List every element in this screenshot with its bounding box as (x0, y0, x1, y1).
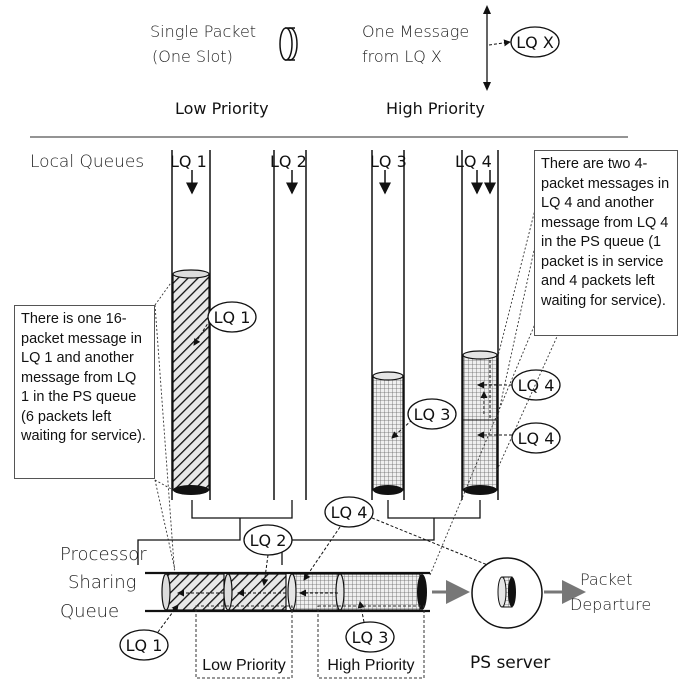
queue-callout-arrows (193, 319, 512, 439)
legend-high-priority: High Priority (386, 99, 485, 118)
queue-lq2: LQ 2 (270, 150, 307, 500)
lq3-callout: LQ 3 (407, 398, 457, 430)
lq1-callout-label: LQ 1 (214, 308, 251, 327)
merge-lines (137, 500, 481, 565)
departure-label-1: Packet (580, 570, 632, 589)
ps-queue-label-1: Processor (60, 544, 147, 565)
queue-lq1: LQ 1 (170, 150, 211, 500)
ps-lq4-callout: LQ 4 (303, 496, 501, 581)
legend-single-packet: Single Packet (150, 22, 256, 41)
ps-server: PS server (432, 557, 586, 673)
ps-queue-label-2: Sharing (68, 572, 136, 593)
queue-lq3: LQ 3 (370, 150, 407, 500)
legend: Single Packet (One Slot) One Message fro… (150, 5, 560, 118)
legend-one-slot: (One Slot) (152, 47, 233, 66)
ps-lq2-label: LQ 2 (250, 531, 287, 550)
lq4-note: There are two 4-packet messages in LQ 4 … (534, 150, 678, 336)
ps-lq4-label: LQ 4 (331, 503, 368, 522)
departure-label-2: Departure (570, 595, 651, 614)
ps-queue (145, 571, 430, 613)
legend-one-message: One Message (362, 22, 469, 41)
queue-lq4: LQ 4 (455, 150, 499, 500)
ps-server-label: PS server (470, 653, 550, 673)
ps-queue-label-3: Queue (60, 601, 119, 622)
lq4-callout-a: LQ 4 (511, 369, 561, 401)
lq-x-label: LQ X (516, 33, 554, 52)
ps-lq1-callout: LQ 1 (119, 604, 179, 661)
lq4-callout-b: LQ 4 (511, 422, 561, 454)
lq4b-callout-label: LQ 4 (518, 429, 555, 448)
queue-lq4-label: LQ 4 (455, 152, 492, 171)
queue-lq3-label: LQ 3 (370, 152, 407, 171)
legend-low-priority: Low Priority (175, 99, 269, 118)
ps-lq1-label: LQ 1 (126, 636, 163, 655)
lq1-note: There is one 16-packet message in LQ 1 a… (14, 305, 155, 479)
queue-lq1-label: LQ 1 (170, 152, 207, 171)
local-queues-label: Local Queues (30, 152, 144, 172)
single-packet-icon (279, 27, 298, 61)
ps-lq2-callout: LQ 2 (243, 524, 293, 586)
priority-boxes (195, 605, 425, 679)
bottom-low-priority: Low Priority (202, 657, 286, 674)
message-arrow-icon (483, 5, 511, 91)
bottom-high-priority: High Priority (327, 657, 415, 674)
legend-from-lq-x: from LQ X (362, 47, 442, 66)
queue-lq2-label: LQ 2 (270, 152, 307, 171)
ps-lq3-label: LQ 3 (352, 628, 389, 647)
lq1-callout: LQ 1 (207, 301, 257, 333)
lq4a-callout-label: LQ 4 (518, 376, 555, 395)
lq-x-callout (510, 26, 560, 58)
lq3-callout-label: LQ 3 (414, 405, 451, 424)
ps-lq3-callout: LQ 3 (345, 601, 395, 653)
